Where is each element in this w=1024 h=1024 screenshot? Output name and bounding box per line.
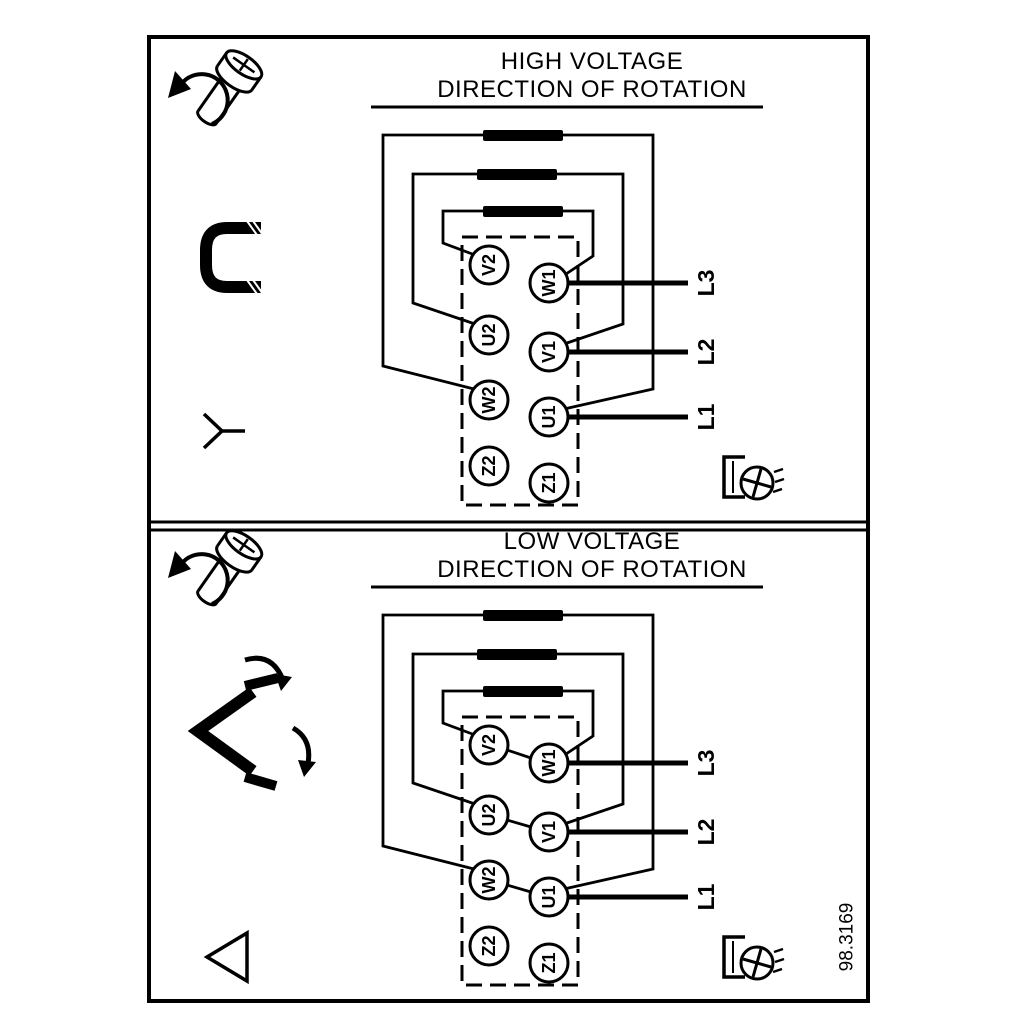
terminal-label: U1: [539, 405, 559, 428]
figure-number: 98.3169: [837, 903, 858, 972]
supply-label: L1: [693, 883, 719, 910]
terminal-label: Z1: [539, 472, 559, 493]
delta-symbol-icon: [203, 929, 249, 985]
panel-title: LOW VOLTAGE: [504, 528, 681, 555]
panel-subtitle: DIRECTION OF ROTATION: [437, 76, 747, 103]
panel-low-voltage: LOW VOLTAGE DIRECTION OF ROTATION V2 U2 …: [168, 525, 784, 985]
terminal-label: W1: [539, 750, 559, 777]
terminal-label: V1: [539, 821, 559, 843]
supply-label: L3: [693, 270, 719, 297]
outer-frame: [147, 35, 870, 1003]
terminal-label: U2: [479, 803, 499, 826]
delta-terminal-links: [506, 748, 532, 894]
star-symbol-icon: [202, 412, 245, 450]
supply-label: L2: [693, 339, 719, 366]
panel-high-voltage: HIGH VOLTAGE DIRECTION OF ROTATION V2 U2…: [168, 45, 784, 505]
terminal-label: V1: [539, 341, 559, 363]
terminal-label: U1: [539, 885, 559, 908]
panel-title: HIGH VOLTAGE: [501, 48, 683, 75]
supply-label: L2: [693, 819, 719, 846]
terminal-label: V2: [479, 734, 499, 756]
panel-subtitle: DIRECTION OF ROTATION: [437, 556, 747, 583]
supply-label: L1: [693, 403, 719, 430]
terminal-label: W2: [479, 387, 499, 414]
supply-label: L3: [693, 750, 719, 777]
terminal-label: Z1: [539, 952, 559, 973]
delta-jumper-icon: [187, 655, 316, 791]
terminal-label: W2: [479, 867, 499, 894]
terminal-label: V2: [479, 254, 499, 276]
jumper-link-icon: [200, 220, 264, 295]
terminal-label: Z2: [479, 455, 499, 476]
terminal-label: W1: [539, 270, 559, 297]
terminal-label: Z2: [479, 935, 499, 956]
terminal-label: U2: [479, 323, 499, 346]
